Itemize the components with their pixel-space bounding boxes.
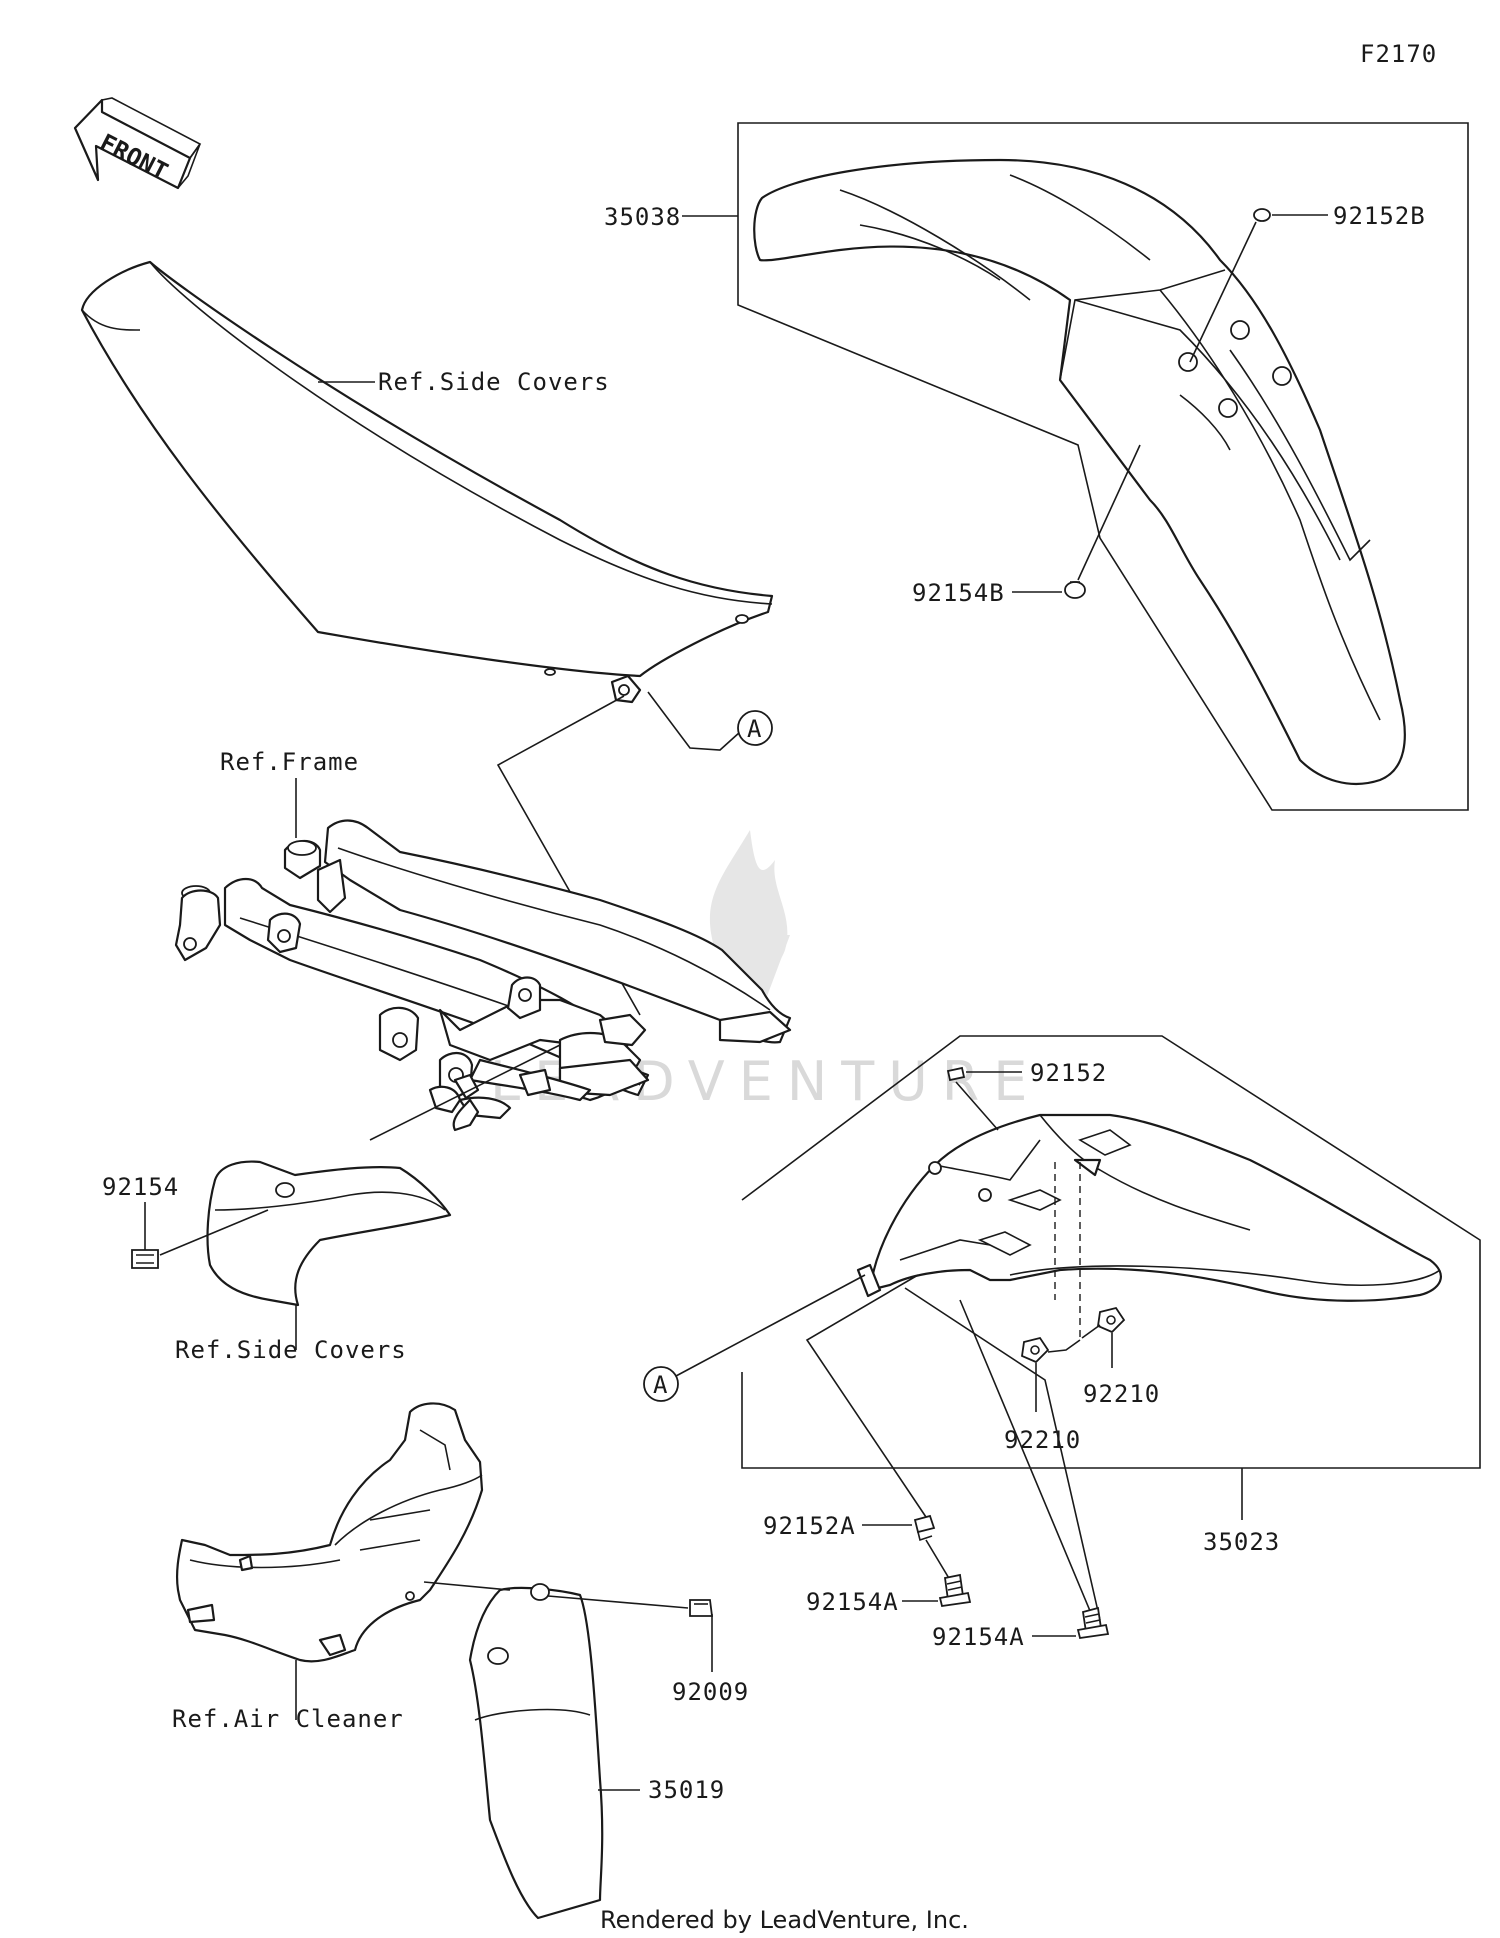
- bolt-92154B-icon: [1064, 581, 1086, 599]
- leader-92210-left-to-fender: [1047, 1339, 1081, 1353]
- bolt-92154A-lower-icon: [1076, 1606, 1110, 1640]
- callout-35023: 35023: [1203, 1528, 1280, 1556]
- watermark-flame-logo: [709, 830, 788, 980]
- leader-92152A-to-fender: [805, 1274, 929, 1521]
- callout-92154A-lower: 92154A: [932, 1623, 1025, 1651]
- leader-92152-to-fender: [955, 1081, 999, 1131]
- leader-a-top: [647, 691, 741, 751]
- bolt-92154A-upper-icon: [938, 1573, 972, 1608]
- callout-92152B: 92152B: [1333, 202, 1426, 230]
- callout-92154: 92154: [102, 1173, 179, 1201]
- footer-credit: Rendered by LeadVenture, Inc.: [600, 1906, 969, 1934]
- callout-35019: 35019: [648, 1776, 725, 1804]
- ref-air-cleaner: Ref.Air Cleaner: [172, 1705, 404, 1733]
- callout-92152: 92152: [1030, 1059, 1107, 1087]
- diagram-id: F2170: [1360, 40, 1437, 68]
- grommet-92152B-icon: [1253, 208, 1271, 222]
- watermark-chevron-logo: [730, 935, 790, 1015]
- leader-air-cleaner-to-panel: [423, 1581, 511, 1591]
- callout-92152A: 92152A: [763, 1512, 856, 1540]
- leader-a-bottom: [675, 1274, 866, 1377]
- marker-a-top-circle: [737, 710, 773, 746]
- ref-side-covers-top: Ref.Side Covers: [378, 368, 610, 396]
- leader-92154A-upper-shaft: [925, 1539, 951, 1581]
- panel-35019-part: [468, 1583, 604, 1920]
- leader-92154A-far-to-fender: [959, 1299, 1099, 1631]
- callout-92210-left: 92210: [1004, 1426, 1081, 1454]
- box-35038: [737, 122, 1469, 811]
- clip-92152-icon: [946, 1066, 966, 1082]
- front-fender-part: [753, 158, 1406, 785]
- callout-35038: 35038: [604, 203, 681, 231]
- callout-92154B: 92154B: [912, 579, 1005, 607]
- ref-side-covers-bottom: Ref.Side Covers: [175, 1336, 407, 1364]
- leader-92154B-to-fender: [1077, 444, 1141, 581]
- collar-92152A-icon: [913, 1514, 936, 1542]
- side-cover-part: [206, 1160, 452, 1307]
- marker-a-top: A: [747, 715, 762, 743]
- callout-92154A-upper: 92154A: [806, 1588, 899, 1616]
- screw-92009-icon: [689, 1599, 714, 1617]
- leader-92154: [159, 1209, 269, 1256]
- rear-fender-part: [856, 1113, 1442, 1302]
- air-cleaner-part: [175, 1402, 484, 1663]
- seat-part: [80, 260, 774, 704]
- subframe-part: [174, 819, 792, 1132]
- marker-a-bottom-circle: [643, 1366, 679, 1402]
- callout-92210-right: 92210: [1083, 1380, 1160, 1408]
- ref-frame: Ref.Frame: [220, 748, 359, 776]
- bolt-92154-icon: [131, 1249, 159, 1269]
- nut-92210-right-icon: [1097, 1306, 1126, 1334]
- leader-92009: [547, 1595, 689, 1609]
- leader-frame-to-side-cover: [369, 1044, 561, 1141]
- leader-92152B-to-fender: [1189, 221, 1257, 363]
- box-35023: [741, 1035, 1481, 1469]
- marker-a-bottom: A: [653, 1371, 668, 1399]
- callout-92009: 92009: [672, 1678, 749, 1706]
- leader-92210-right-to-fender: [1081, 1324, 1101, 1339]
- leader-92154A-far: [904, 1287, 1101, 1621]
- nut-92210-left-icon: [1021, 1336, 1050, 1364]
- front-arrow-icon: FRONT: [73, 97, 202, 190]
